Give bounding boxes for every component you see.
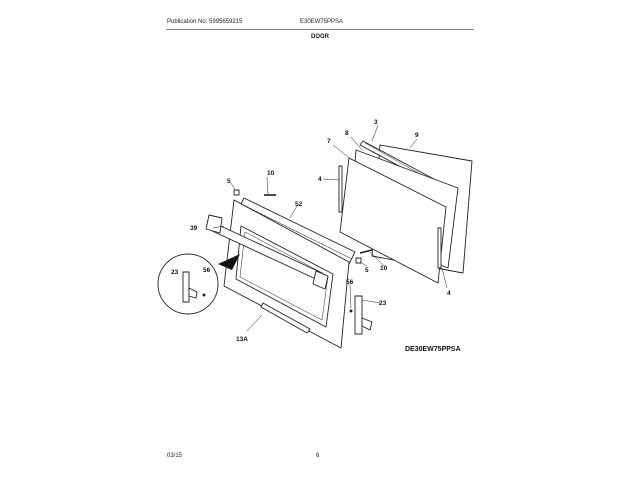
- screw-5-right: [355, 257, 362, 264]
- footer-date: 03/15: [167, 453, 183, 459]
- door-vent-slot: [260, 302, 311, 334]
- hinge-right: [354, 295, 363, 335]
- callout-3: 3: [374, 119, 378, 126]
- glass-bracket-left: [338, 165, 343, 213]
- callout-8: 8: [345, 130, 349, 137]
- callout-10-left: 10: [267, 170, 275, 177]
- handle-end-left: [205, 214, 223, 234]
- callout-56-right: 56: [346, 279, 354, 286]
- door-glass-panel: [339, 157, 447, 284]
- callout-23-right: 23: [379, 300, 387, 307]
- detail-pointer: [218, 254, 240, 270]
- callout-9: 9: [415, 132, 419, 139]
- callout-39: 39: [190, 225, 198, 232]
- screw-5-left: [233, 189, 240, 196]
- header-rule: [166, 29, 474, 30]
- callout-52: 52: [295, 201, 303, 208]
- diagram-code: DE30EW75PPSA: [405, 346, 461, 353]
- publication-number: Publication No: 5995659215: [167, 19, 243, 25]
- screw-10-right: [359, 249, 373, 254]
- hinge-left: [182, 271, 190, 303]
- callout-4-left: 4: [318, 176, 322, 183]
- glass-bracket-right: [437, 227, 442, 269]
- callout-4-right: 4: [447, 290, 451, 297]
- callout-5-left: 5: [227, 178, 231, 185]
- page-number: 6: [316, 453, 320, 459]
- callout-7: 7: [327, 138, 331, 145]
- callout-5-right: 5: [365, 267, 369, 274]
- callout-23-left: 23: [171, 269, 179, 276]
- model-number: E30EW75PPSA: [300, 19, 344, 25]
- callout-13a: 13A: [236, 336, 248, 343]
- callout-10-right: 10: [380, 265, 388, 272]
- handle-end-right: [312, 270, 329, 290]
- section-title: DOOR: [311, 34, 329, 40]
- callout-56-left: 56: [203, 267, 211, 274]
